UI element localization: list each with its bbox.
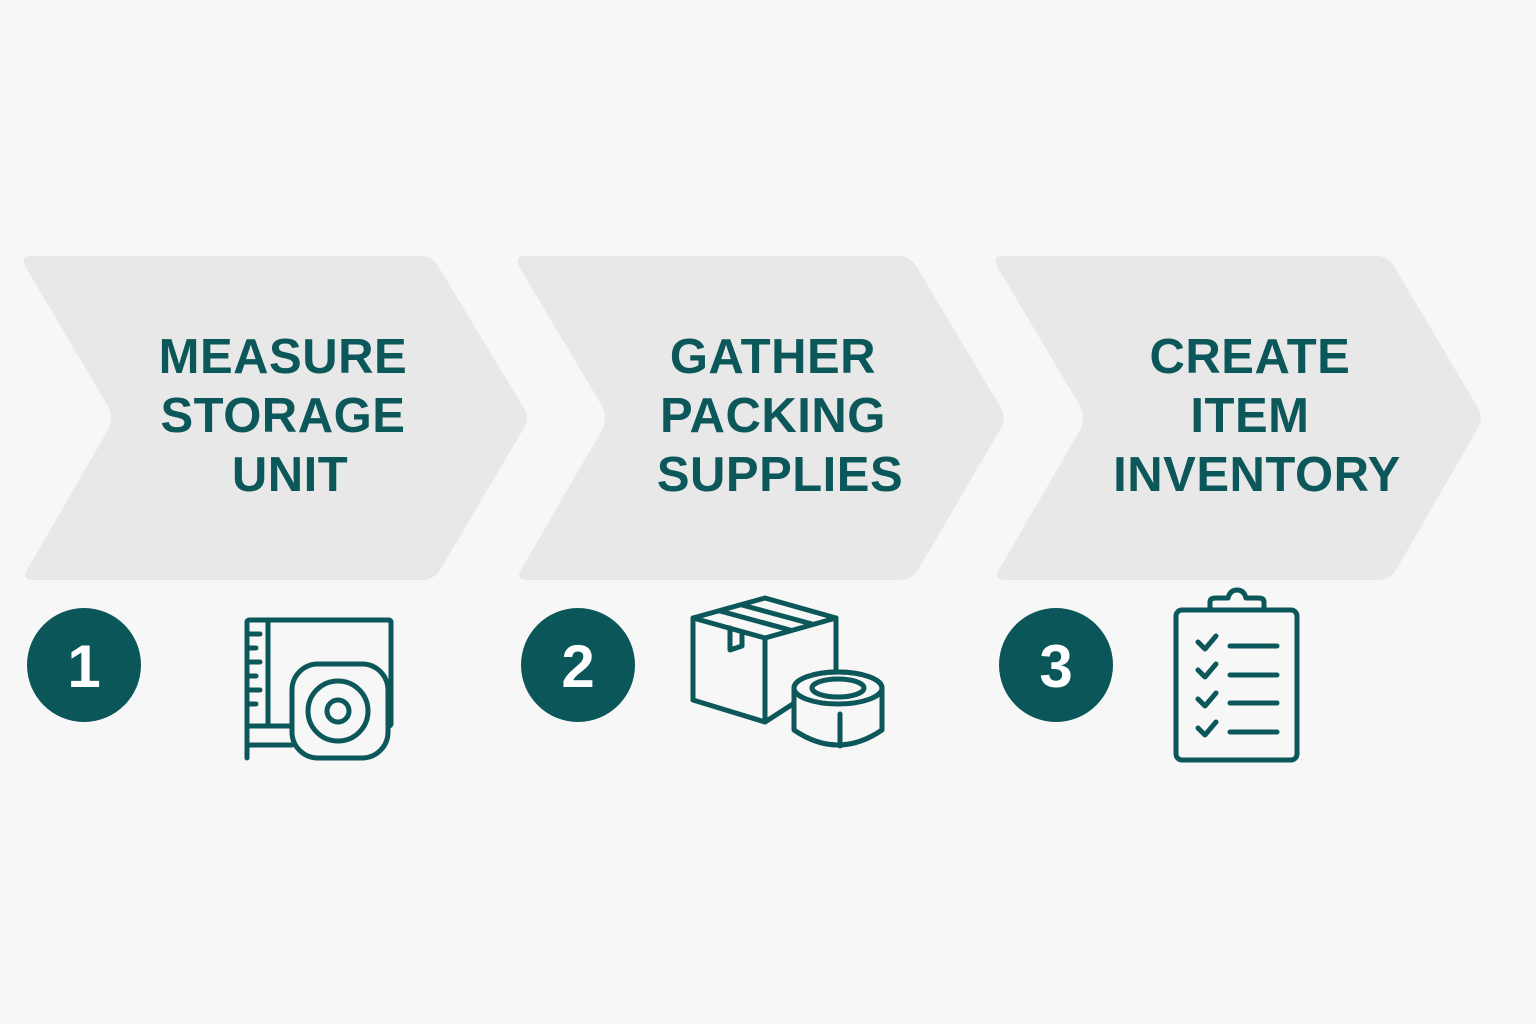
tape-measure-icon [244,617,394,761]
step-3-label-line-3: INVENTORY [1113,448,1401,502]
clipboard-checklist-icon [1173,587,1300,763]
step-2: GATHER PACKING SUPPLIES 2 [517,256,1004,749]
step-1: MEASURE STORAGE UNIT 1 [23,256,527,761]
step-2-label: GATHER PACKING SUPPLIES [657,330,903,502]
step-1-label-line-1: MEASURE [159,330,408,384]
step-2-label-line-2: PACKING [660,389,886,443]
step-3-number: 3 [1039,633,1072,700]
step-1-chevron [23,256,527,580]
step-3-badge [999,608,1113,722]
step-2-number: 2 [561,633,594,700]
step-2-label-line-3: SUPPLIES [657,448,903,502]
step-1-number: 1 [67,633,100,700]
step-2-chevron [517,256,1004,580]
step-2-label-line-1: GATHER [670,330,876,384]
step-1-label-line-2: STORAGE [160,389,405,443]
step-3: CREATE ITEM INVENTORY 3 [995,256,1481,763]
step-3-label-line-2: ITEM [1190,389,1309,443]
step-1-label: MEASURE STORAGE UNIT [159,330,422,502]
step-1-label-line-3: UNIT [232,448,348,502]
step-1-badge [27,608,141,722]
step-3-chevron [995,256,1481,580]
box-and-tape-icon [690,595,885,749]
step-2-badge [521,608,635,722]
step-3-label: CREATE ITEM INVENTORY [1113,330,1401,502]
step-3-label-line-1: CREATE [1150,330,1351,384]
